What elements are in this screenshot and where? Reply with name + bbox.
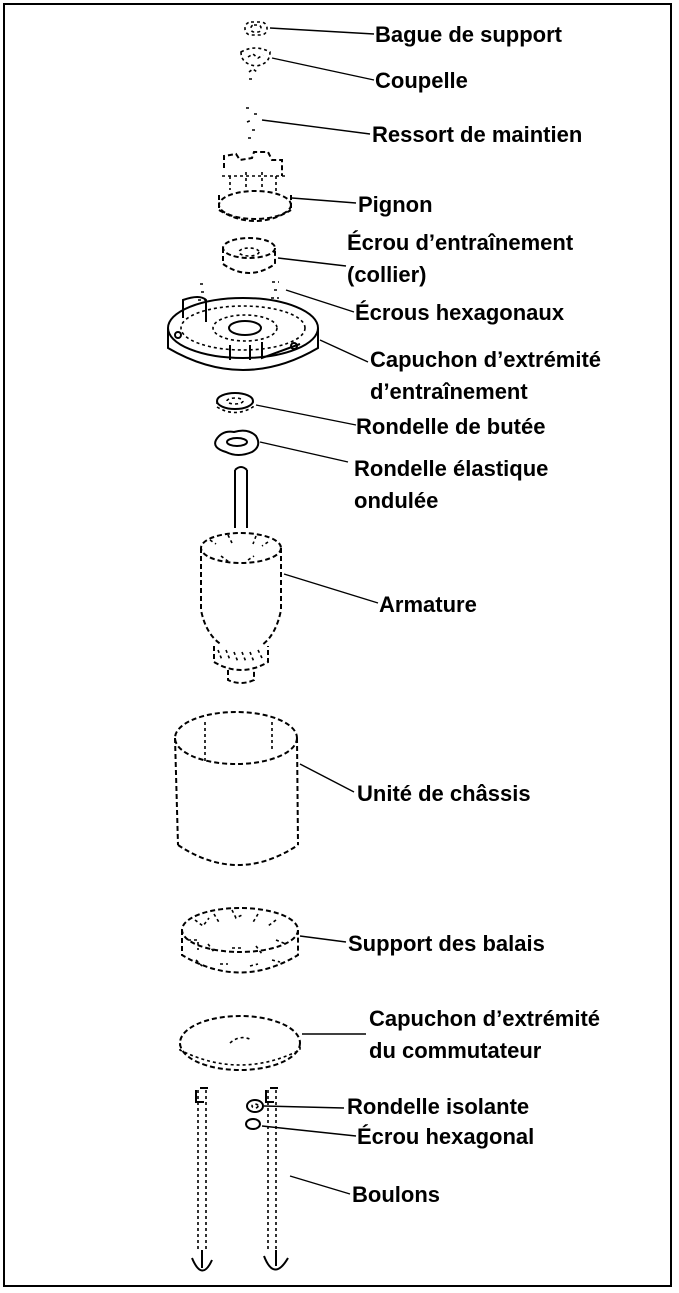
support-balais-part xyxy=(181,907,299,974)
label-capuchon-commutateur-line2: du commutateur xyxy=(369,1038,542,1063)
ecrou-entrainement-part xyxy=(222,237,276,274)
label-bague-de-support: Bague de support xyxy=(375,22,563,47)
label-capuchon-entrainement-line1: Capuchon d’extrémité xyxy=(370,347,602,372)
ecrou-hexagonal-part xyxy=(245,1118,261,1130)
unite-chassis-part xyxy=(174,711,299,866)
pignon-part xyxy=(218,151,292,222)
label-ecrous-hexagonaux: Écrous hexagonaux xyxy=(355,300,565,325)
rondelle-elastique-part xyxy=(214,429,260,456)
label-rondelle-isolante: Rondelle isolante xyxy=(347,1094,530,1119)
leader-lines xyxy=(255,27,379,1195)
ressort-part xyxy=(246,107,258,139)
label-unite-de-chassis: Unité de châssis xyxy=(357,781,531,806)
diagram-frame xyxy=(3,3,672,1287)
rondelle-isolante-part xyxy=(246,1099,264,1113)
label-ecrou-entrainement-line1: Écrou d’entraînement xyxy=(347,230,574,255)
label-capuchon-commutateur-line1: Capuchon d’extrémité xyxy=(369,1006,601,1031)
label-armature: Armature xyxy=(379,592,477,617)
label-ecrou-entrainement-line2: (collier) xyxy=(347,262,427,287)
label-rondelle-elastique-line2: ondulée xyxy=(354,488,439,513)
label-boulons: Boulons xyxy=(352,1182,440,1207)
ecrous-hexagonaux-part xyxy=(198,281,279,301)
rondelle-butee-part xyxy=(216,392,254,414)
label-support-des-balais: Support des balais xyxy=(348,931,545,956)
label-coupelle: Coupelle xyxy=(375,68,468,93)
coupelle-part xyxy=(240,47,271,80)
label-pignon: Pignon xyxy=(358,192,433,217)
label-rondelle-elastique-line1: Rondelle élastique xyxy=(354,456,549,481)
bague-de-support-part xyxy=(244,21,268,36)
label-ressort-de-maintien: Ressort de maintien xyxy=(372,122,583,147)
armature-part xyxy=(200,466,282,684)
label-ecrou-hexagonal: Écrou hexagonal xyxy=(357,1124,535,1149)
capuchon-entrainement-part xyxy=(167,296,319,371)
label-rondelle-de-butee: Rondelle de butée xyxy=(356,414,546,439)
label-capuchon-entrainement-line2: d’entraînement xyxy=(370,379,528,404)
boulons-part xyxy=(191,1087,289,1272)
capuchon-commutateur-part xyxy=(179,1015,301,1071)
